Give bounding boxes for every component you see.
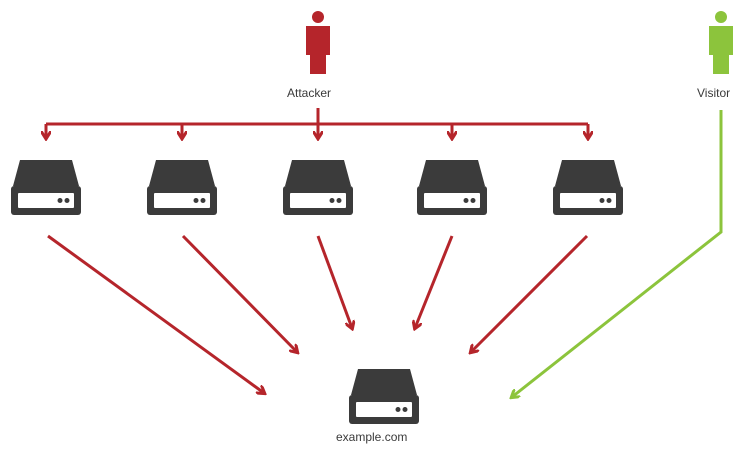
attacker-fanout-lines [46,108,588,138]
target-label: example.com [336,430,408,444]
server-icon [11,160,81,215]
attack-arrow-bot-3 [316,235,352,328]
server-icon [147,160,217,215]
server-icon [553,160,623,215]
attack-arrow-bot-4 [415,235,454,328]
attack-arrow-bot-1 [47,234,264,393]
visitor-person-icon [709,11,733,74]
attack-arrow-bot-2 [181,234,297,352]
bot-servers [11,160,623,215]
attack-arrows [47,234,589,393]
visitor-label: Visitor [697,86,731,100]
visitor-request-arrow [512,110,723,397]
server-icon [283,160,353,215]
attacker-person-icon [306,11,330,74]
attack-arrow-bot-5 [471,234,589,352]
attacker-label: Attacker [287,86,332,100]
target-server-icon [349,369,419,424]
server-icon [417,160,487,215]
